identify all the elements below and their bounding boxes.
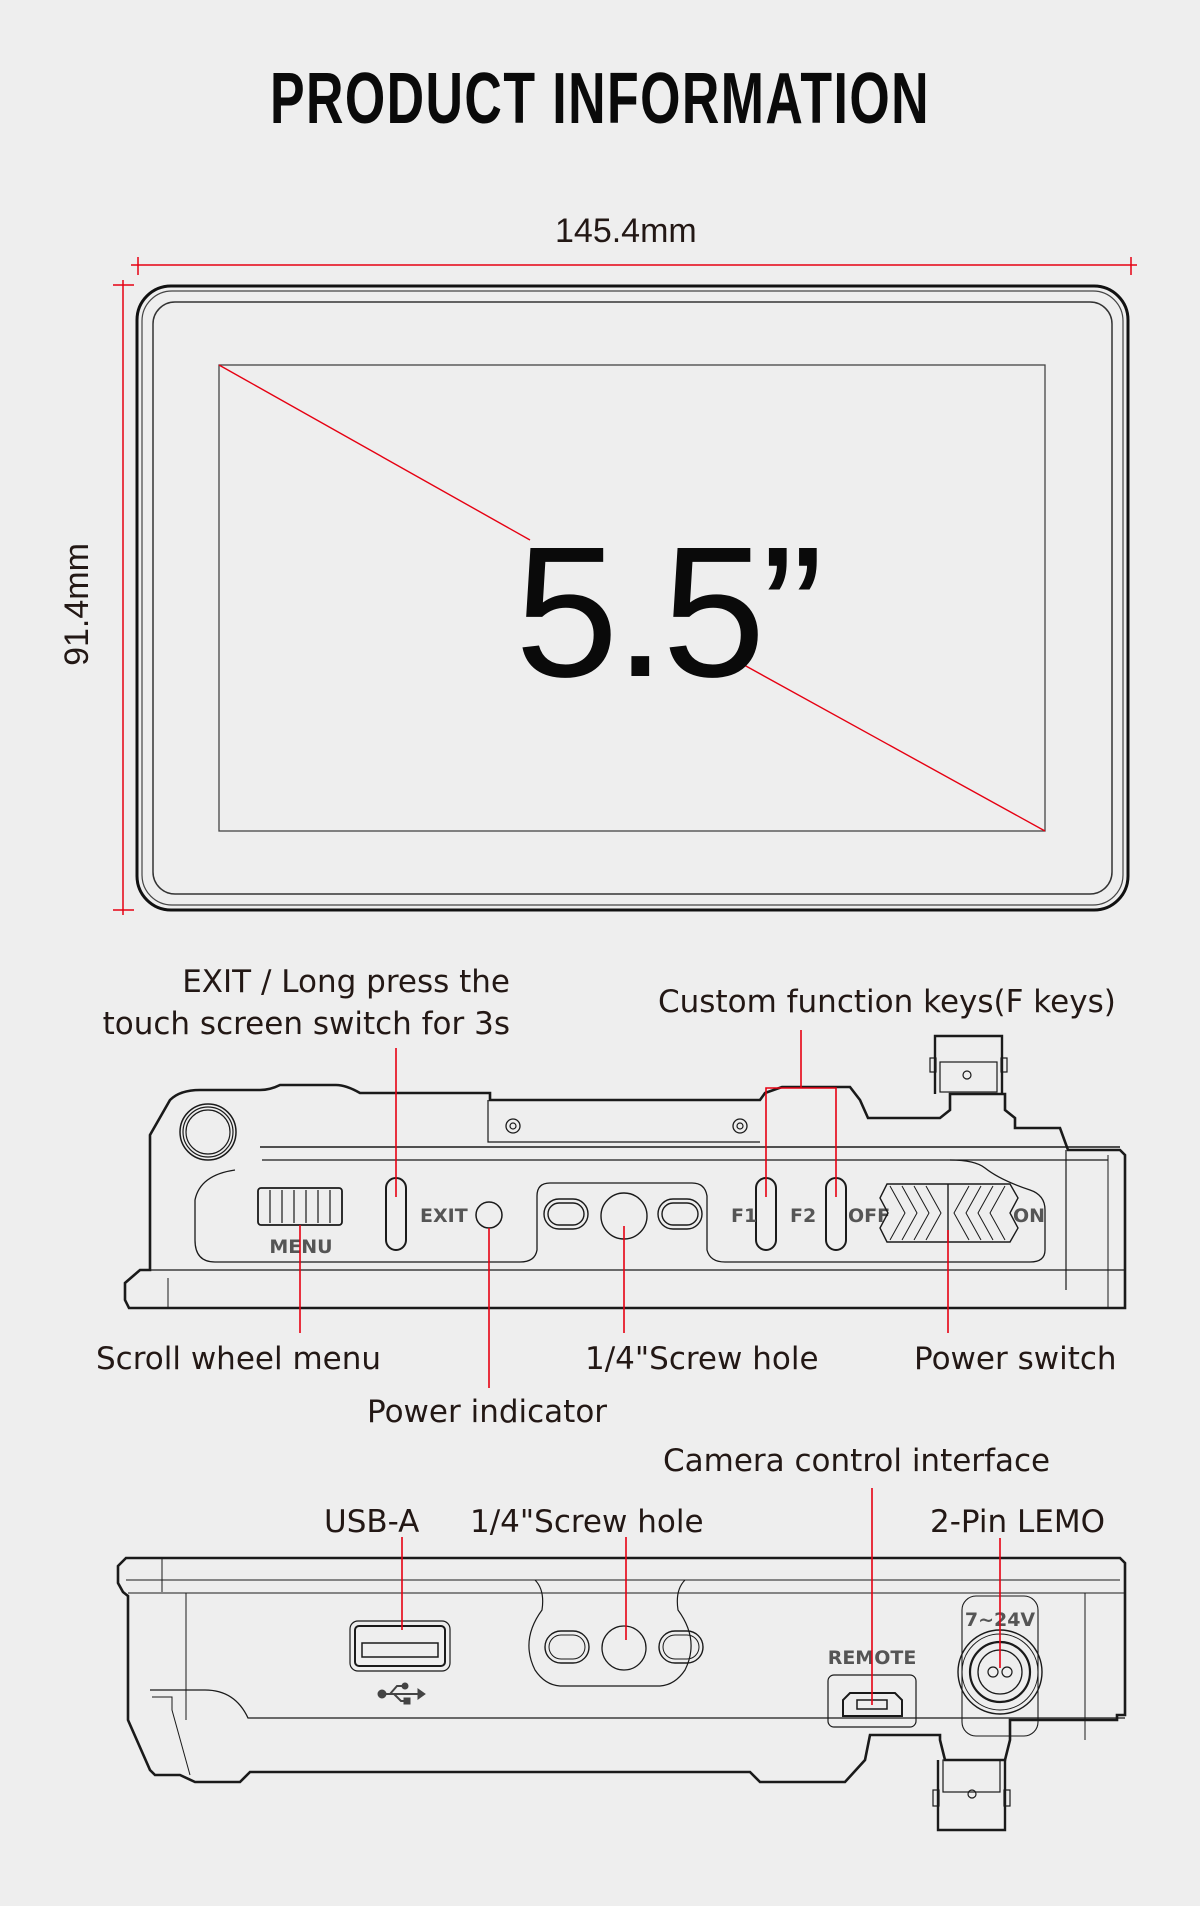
side-screw-hole-callout: 1/4"Screw hole: [585, 1341, 819, 1377]
bottom-screw-hole-icon: [601, 1625, 647, 1671]
height-dimension-line: [113, 280, 134, 915]
bezel-outer: [135, 284, 1130, 912]
front-view: [113, 257, 1137, 915]
camera-control-callout: Camera control interface: [663, 1443, 1051, 1479]
exit-callout-line1: EXIT / Long press the: [182, 964, 510, 1000]
bnc-screw-icon: [962, 1070, 972, 1080]
off-label: OFF: [848, 1205, 890, 1227]
side-screw-hole-group: [543, 1192, 703, 1240]
exit-callout-line2: touch screen switch for 3s: [102, 1005, 510, 1042]
bottom-view-leaders: [401, 1488, 1001, 1705]
f1-label: F1: [731, 1205, 757, 1227]
width-dimension-label: 145.4mm: [555, 212, 697, 250]
bottom-view-device: [116, 1556, 1127, 1832]
side-view-leaders: [299, 1030, 949, 1388]
scroll-wheel-callout: Scroll wheel menu: [96, 1341, 382, 1377]
side-view-device: [123, 1034, 1127, 1310]
lemo-callout: 2-Pin LEMO: [930, 1504, 1106, 1540]
on-label: ON: [1013, 1205, 1045, 1227]
screen-area: [218, 364, 1046, 832]
power-indicator-led: [475, 1201, 503, 1229]
exit-label: EXIT: [420, 1205, 468, 1227]
screen-diagonal: [218, 364, 531, 541]
power-switch[interactable]: [879, 1183, 1019, 1243]
f-keys-callout: Custom function keys(F keys): [658, 984, 1116, 1020]
usb-symbol-icon: [377, 1682, 426, 1705]
f2-label: F2: [790, 1205, 816, 1227]
exit-callout: EXIT / Long press the touch screen switc…: [90, 962, 510, 1046]
scroll-wheel[interactable]: [257, 1187, 343, 1226]
screen-size-label: 5.5”: [515, 509, 824, 716]
menu-label: MENU: [269, 1236, 332, 1258]
knob-icon: [179, 1103, 237, 1161]
usb-a-port[interactable]: [349, 1620, 451, 1672]
height-dimension-label: 91.4mm: [57, 543, 96, 666]
usb-a-callout: USB-A: [324, 1504, 420, 1540]
power-switch-callout: Power switch: [914, 1341, 1117, 1377]
power-indicator-callout: Power indicator: [367, 1394, 608, 1430]
bezel-inner: [152, 301, 1113, 895]
bottom-screw-hole-callout: 1/4"Screw hole: [470, 1504, 704, 1540]
width-dimension-line: [131, 257, 1137, 275]
page-title: PRODUCT INFORMATION: [270, 59, 930, 139]
